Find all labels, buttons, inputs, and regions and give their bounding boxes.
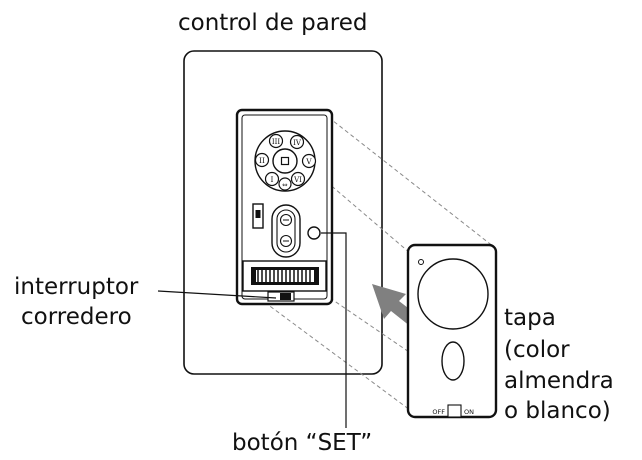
slide-switch-leader (157, 290, 277, 299)
scene-button-2[interactable]: II (254, 152, 270, 168)
scene-button-3-label: III (272, 138, 281, 146)
set-button-leader (321, 232, 347, 428)
scene-button-4-label: IV (293, 139, 302, 147)
scene-button-all-icon: ⇔ (282, 181, 288, 189)
center-button-square (280, 156, 290, 166)
cover-label-line3: almendra (504, 368, 614, 394)
set-button-label: botón “SET” (232, 430, 373, 456)
scene-button-2-label: II (259, 156, 265, 165)
cover-switch-window (447, 404, 462, 418)
side-switch-knob (255, 210, 261, 218)
cover-label-line1: tapa (504, 305, 556, 331)
scene-button-1-label: I (271, 175, 274, 184)
scene-button-5-label: V (305, 157, 312, 166)
diagram-title: control de pared (178, 10, 368, 36)
set-button[interactable] (307, 226, 321, 240)
slide-switch-label-line1: interruptor (14, 274, 139, 300)
scene-button-6-label: VI (293, 176, 302, 184)
cover-led-hole (418, 259, 424, 265)
cover-rocker-cutout (441, 341, 465, 381)
scene-button-4[interactable]: IV (289, 134, 305, 150)
slide-switch-label-line2: corredero (21, 304, 132, 330)
cover-off-label: OFF (432, 408, 445, 416)
scene-button-1[interactable]: I (264, 171, 280, 187)
scene-button-all[interactable]: ⇔ (278, 177, 292, 191)
center-button[interactable] (272, 148, 298, 174)
slide-switch-knob (280, 293, 291, 300)
scene-button-5[interactable]: V (301, 153, 317, 169)
cover-on-label: ON (464, 408, 474, 416)
cover-label-line2: (color (504, 337, 570, 363)
scene-button-6[interactable]: VI (290, 171, 306, 187)
cover-button-cutout (417, 258, 489, 330)
cover-label-line4: o blanco) (504, 398, 611, 424)
scene-button-3[interactable]: III (268, 133, 284, 149)
